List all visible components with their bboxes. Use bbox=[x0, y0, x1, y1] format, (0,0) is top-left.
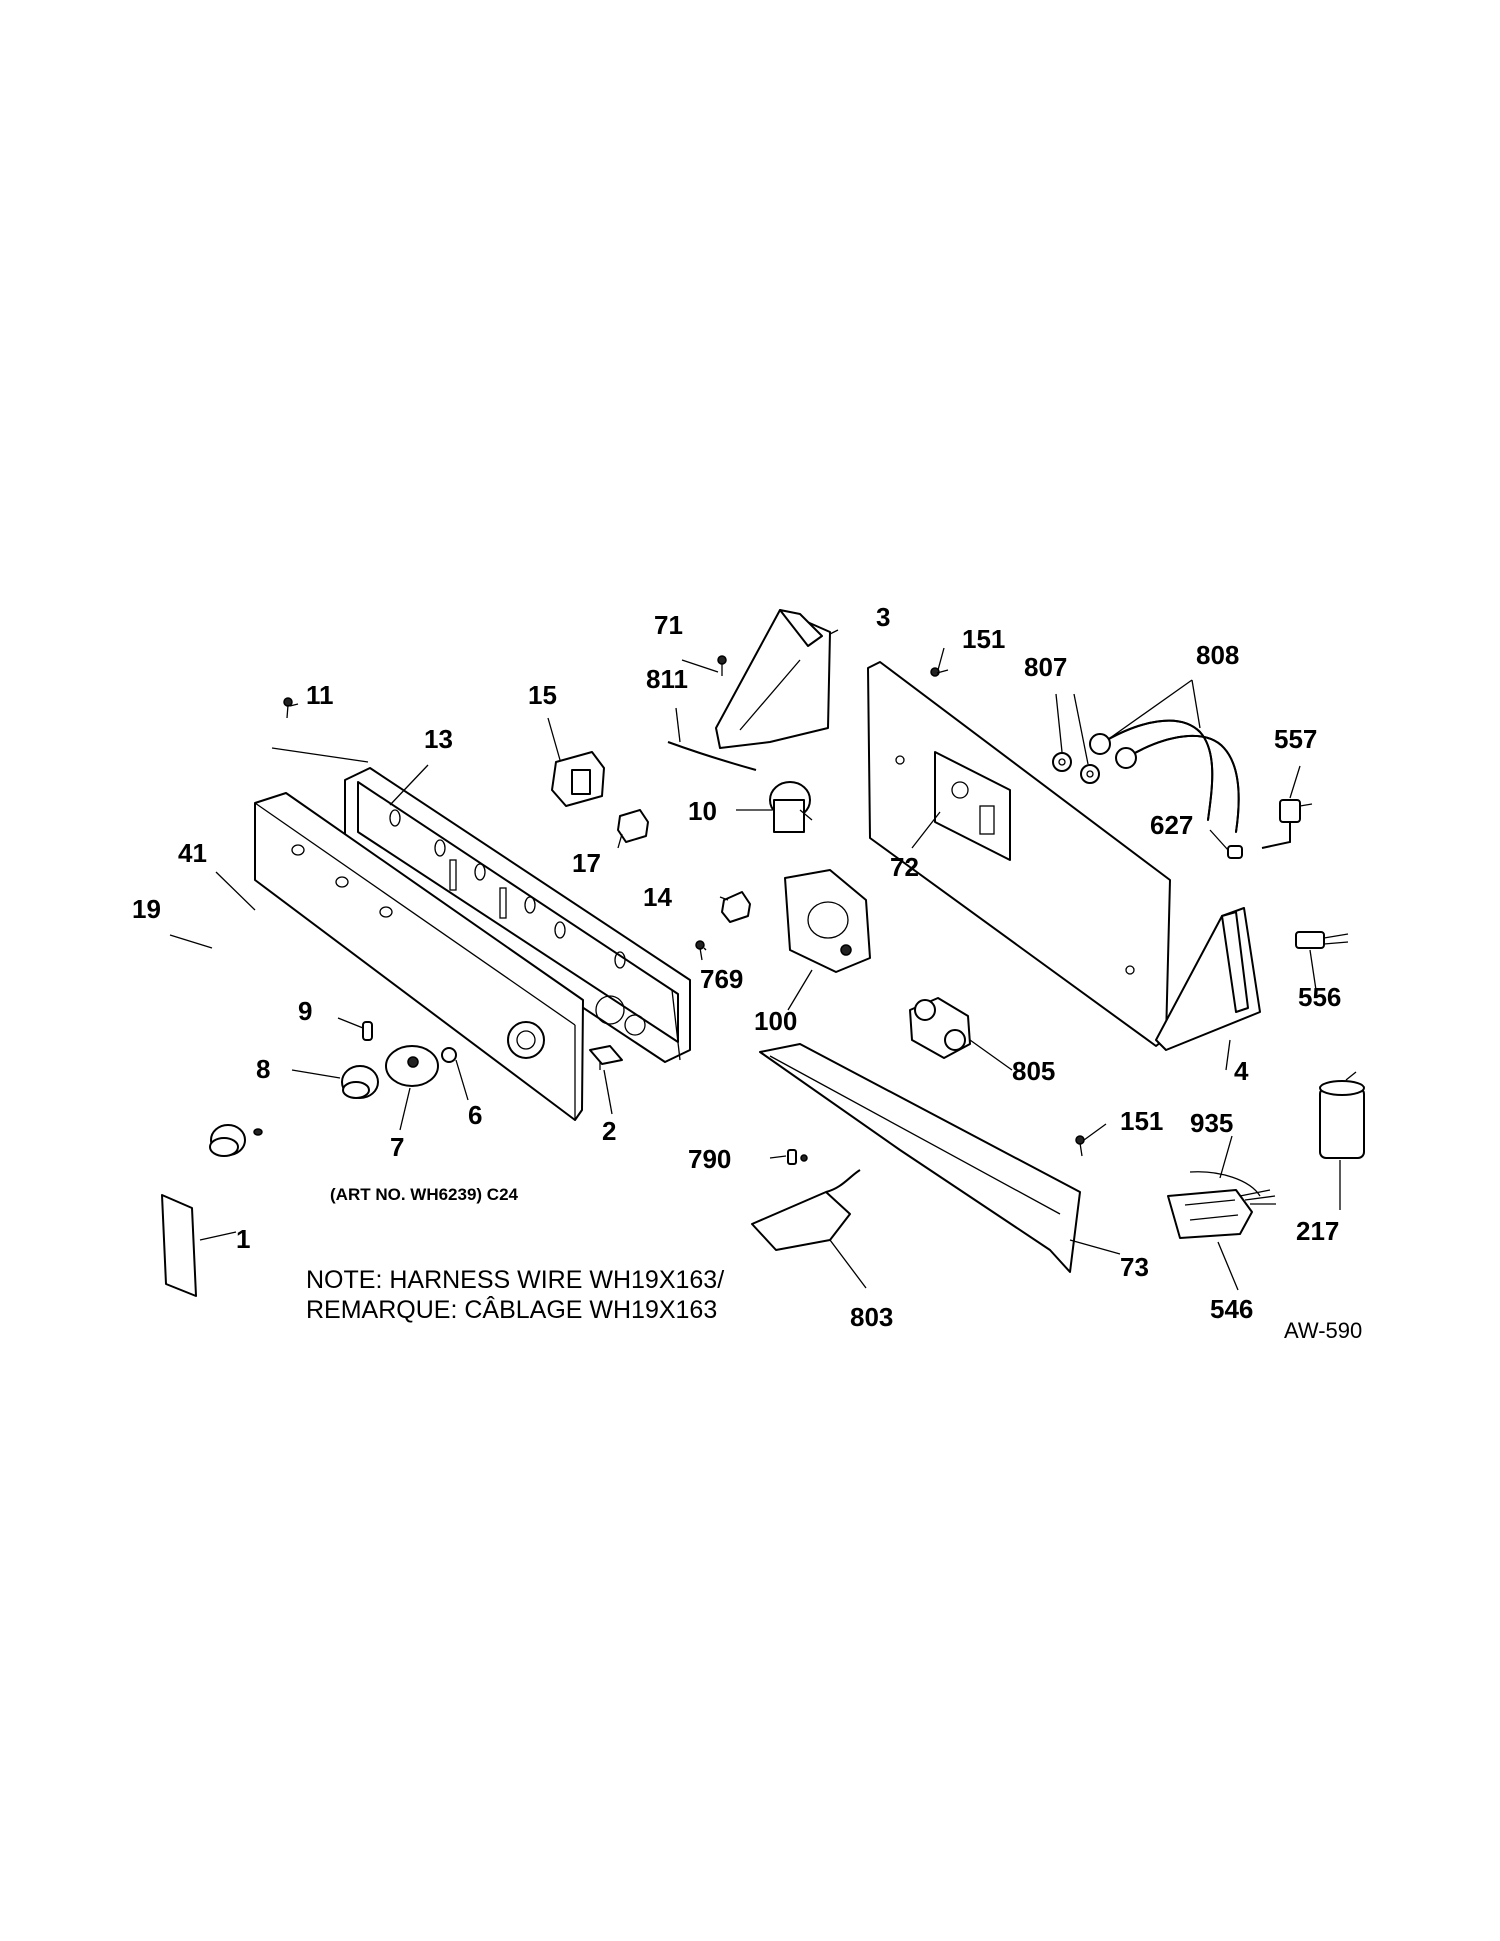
hose-811 bbox=[667, 741, 757, 771]
inlet-hoses-808 bbox=[1089, 719, 1240, 833]
washers-807 bbox=[1052, 752, 1100, 784]
connector-556 bbox=[1295, 931, 1349, 949]
screw-769 bbox=[695, 940, 705, 961]
label-19: 19 bbox=[132, 894, 161, 924]
label-217: 217 bbox=[1296, 1216, 1339, 1246]
water-valve-805 bbox=[909, 997, 971, 1059]
callout-labels: 11 13 15 17 14 41 19 9 8 7 6 2 71 3 811 … bbox=[132, 602, 1341, 1332]
screw-151-top bbox=[930, 667, 949, 677]
clip-790 bbox=[787, 1149, 808, 1165]
label-151-bottom: 151 bbox=[1120, 1106, 1163, 1136]
screw-11 bbox=[283, 697, 293, 719]
dial-part bbox=[385, 1045, 439, 1087]
control-panel-bracket bbox=[271, 747, 691, 1063]
label-807: 807 bbox=[1024, 652, 1067, 682]
leader-lines bbox=[169, 629, 1341, 1291]
art-number: (ART NO. WH6239) C24 bbox=[330, 1185, 519, 1204]
label-557: 557 bbox=[1274, 724, 1317, 754]
label-2: 2 bbox=[602, 1116, 616, 1146]
label-1: 1 bbox=[236, 1224, 250, 1254]
bracket-4 bbox=[1155, 907, 1261, 1051]
label-14: 14 bbox=[643, 882, 672, 912]
knob-assembly bbox=[209, 1124, 263, 1157]
label-71: 71 bbox=[654, 610, 683, 640]
label-13: 13 bbox=[424, 724, 453, 754]
label-811: 811 bbox=[646, 664, 688, 694]
label-4: 4 bbox=[1234, 1056, 1249, 1086]
terminal-block-546 bbox=[1167, 1189, 1253, 1239]
label-805: 805 bbox=[1012, 1056, 1055, 1086]
pressure-switch bbox=[769, 781, 813, 833]
label-803: 803 bbox=[850, 1302, 893, 1332]
label-17: 17 bbox=[572, 848, 601, 878]
clip-part bbox=[362, 1021, 373, 1041]
note-line-1: NOTE: HARNESS WIRE WH19X163/ bbox=[306, 1266, 724, 1294]
clamp-627 bbox=[1227, 845, 1243, 859]
knob-part bbox=[341, 1065, 379, 1099]
drawing-code: AW-590 bbox=[1284, 1318, 1362, 1343]
label-556: 556 bbox=[1298, 982, 1341, 1012]
label-11: 11 bbox=[306, 680, 334, 710]
label-7: 7 bbox=[390, 1132, 404, 1162]
label-546: 546 bbox=[1210, 1294, 1253, 1324]
label-627: 627 bbox=[1150, 810, 1193, 840]
front-control-panel bbox=[254, 792, 584, 1121]
label-41: 41 bbox=[178, 838, 207, 868]
screw-151-bottom bbox=[1075, 1135, 1085, 1157]
screw-71 bbox=[717, 655, 727, 676]
label-935: 935 bbox=[1190, 1108, 1233, 1138]
wire-harness-935 bbox=[1189, 1171, 1276, 1205]
label-15: 15 bbox=[528, 680, 557, 710]
power-cord-557 bbox=[1261, 799, 1313, 849]
capacitor-217 bbox=[1319, 1071, 1365, 1159]
bracket-3 bbox=[715, 609, 831, 749]
literature-packet bbox=[161, 1194, 197, 1297]
label-769: 769 bbox=[700, 964, 743, 994]
label-72: 72 bbox=[890, 852, 919, 882]
note-line-2: REMARQUE: CÂBLAGE WH19X163 bbox=[306, 1295, 717, 1324]
label-10: 10 bbox=[688, 796, 717, 826]
timer-100 bbox=[784, 869, 871, 973]
base-bracket-73 bbox=[759, 1043, 1081, 1273]
label-808: 808 bbox=[1196, 640, 1239, 670]
switch-14 bbox=[721, 891, 751, 923]
label-100: 100 bbox=[754, 1006, 797, 1036]
nut-part bbox=[441, 1047, 457, 1063]
label-790: 790 bbox=[688, 1144, 731, 1174]
switch-17 bbox=[617, 809, 649, 843]
label-9: 9 bbox=[298, 996, 312, 1026]
harness-guard-803 bbox=[751, 1169, 861, 1251]
label-3: 3 bbox=[876, 602, 890, 632]
label-151-top: 151 bbox=[962, 624, 1005, 654]
label-73: 73 bbox=[1120, 1252, 1149, 1282]
label-6: 6 bbox=[468, 1100, 482, 1130]
panel-clip bbox=[589, 1045, 623, 1070]
switch-15 bbox=[551, 751, 605, 807]
label-8: 8 bbox=[256, 1054, 270, 1084]
